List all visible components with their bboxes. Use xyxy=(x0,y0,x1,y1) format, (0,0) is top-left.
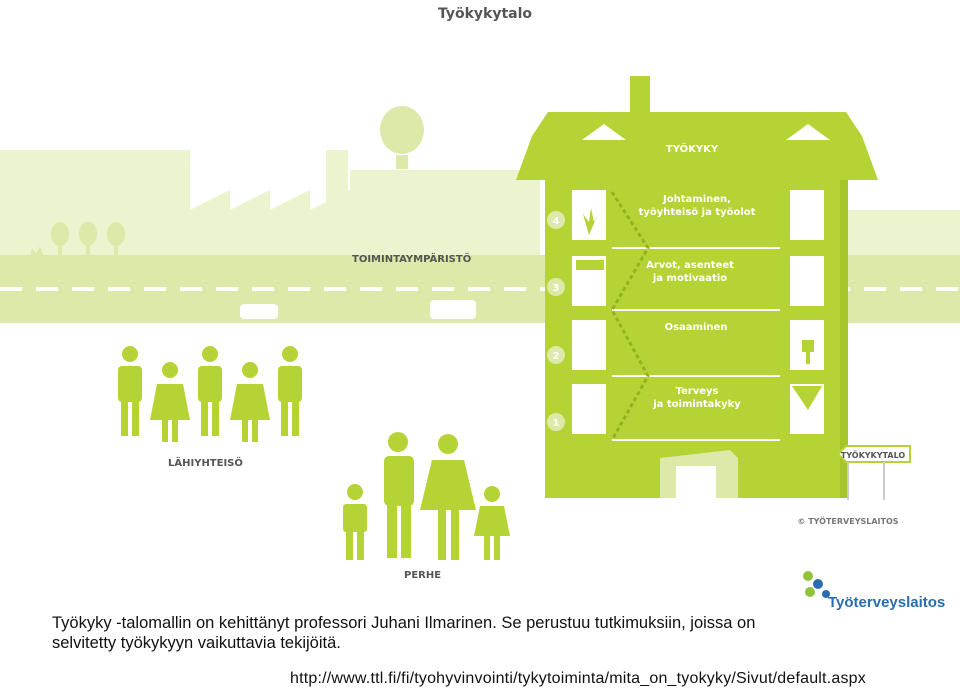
floor-1-number: 1 xyxy=(553,418,560,429)
floor-2-number: 2 xyxy=(553,351,560,362)
community-label: LÄHIYHTEISÖ xyxy=(168,455,243,469)
family-people-icon xyxy=(343,432,510,560)
ttl-logo-icon xyxy=(803,571,830,598)
floor-3-label-line1: Arvot, asenteet xyxy=(646,260,734,271)
sign-label: TYÖKYKYTALO xyxy=(841,450,906,460)
environment-label: TOIMINTAYMPÄRISTÖ xyxy=(352,251,471,265)
community-people-icon xyxy=(118,346,302,442)
family-label: PERHE xyxy=(404,570,441,581)
floor-1-label-line1: Terveys xyxy=(676,386,719,397)
diagram-title: Työkykytalo xyxy=(438,6,532,22)
floor-3-number: 3 xyxy=(553,283,560,294)
copyright: © TYÖTERVEYSLAITOS xyxy=(797,516,898,526)
floor-1-label-line2: ja toimintakyky xyxy=(652,399,741,410)
tyoterveyslaitos-logo: Työterveyslaitos xyxy=(800,566,950,616)
floor-4-label-line1: Johtaminen, xyxy=(662,194,731,205)
floor-2: 2 Osaaminen xyxy=(547,322,727,364)
floor-3: 3 Arvot, asenteet ja motivaatio xyxy=(547,260,734,296)
source-url[interactable]: http://www.ttl.fi/fi/tyohyvinvointi/tyky… xyxy=(290,670,866,687)
floor-2-label-line1: Osaaminen xyxy=(665,322,728,333)
environment-background xyxy=(0,150,960,255)
roof-label: TYÖKYKY xyxy=(666,141,719,155)
floor-3-label-line2: ja motivaatio xyxy=(652,273,727,284)
logo-text: Työterveyslaitos xyxy=(828,594,946,611)
work-ability-house xyxy=(516,76,878,498)
floor-4-number: 4 xyxy=(553,216,560,227)
tyokykytalo-sign xyxy=(836,445,911,500)
hot-air-balloon-icon xyxy=(380,106,424,169)
floor-1: 1 Terveys ja toimintakyky xyxy=(547,386,741,431)
floor-4: 4 Johtaminen, työyhteisö ja työolot xyxy=(547,194,756,229)
floor-4-label-line2: työyhteisö ja työolot xyxy=(639,207,756,218)
caption-text: Työkyky -talomallin on kehittänyt profes… xyxy=(52,614,756,652)
